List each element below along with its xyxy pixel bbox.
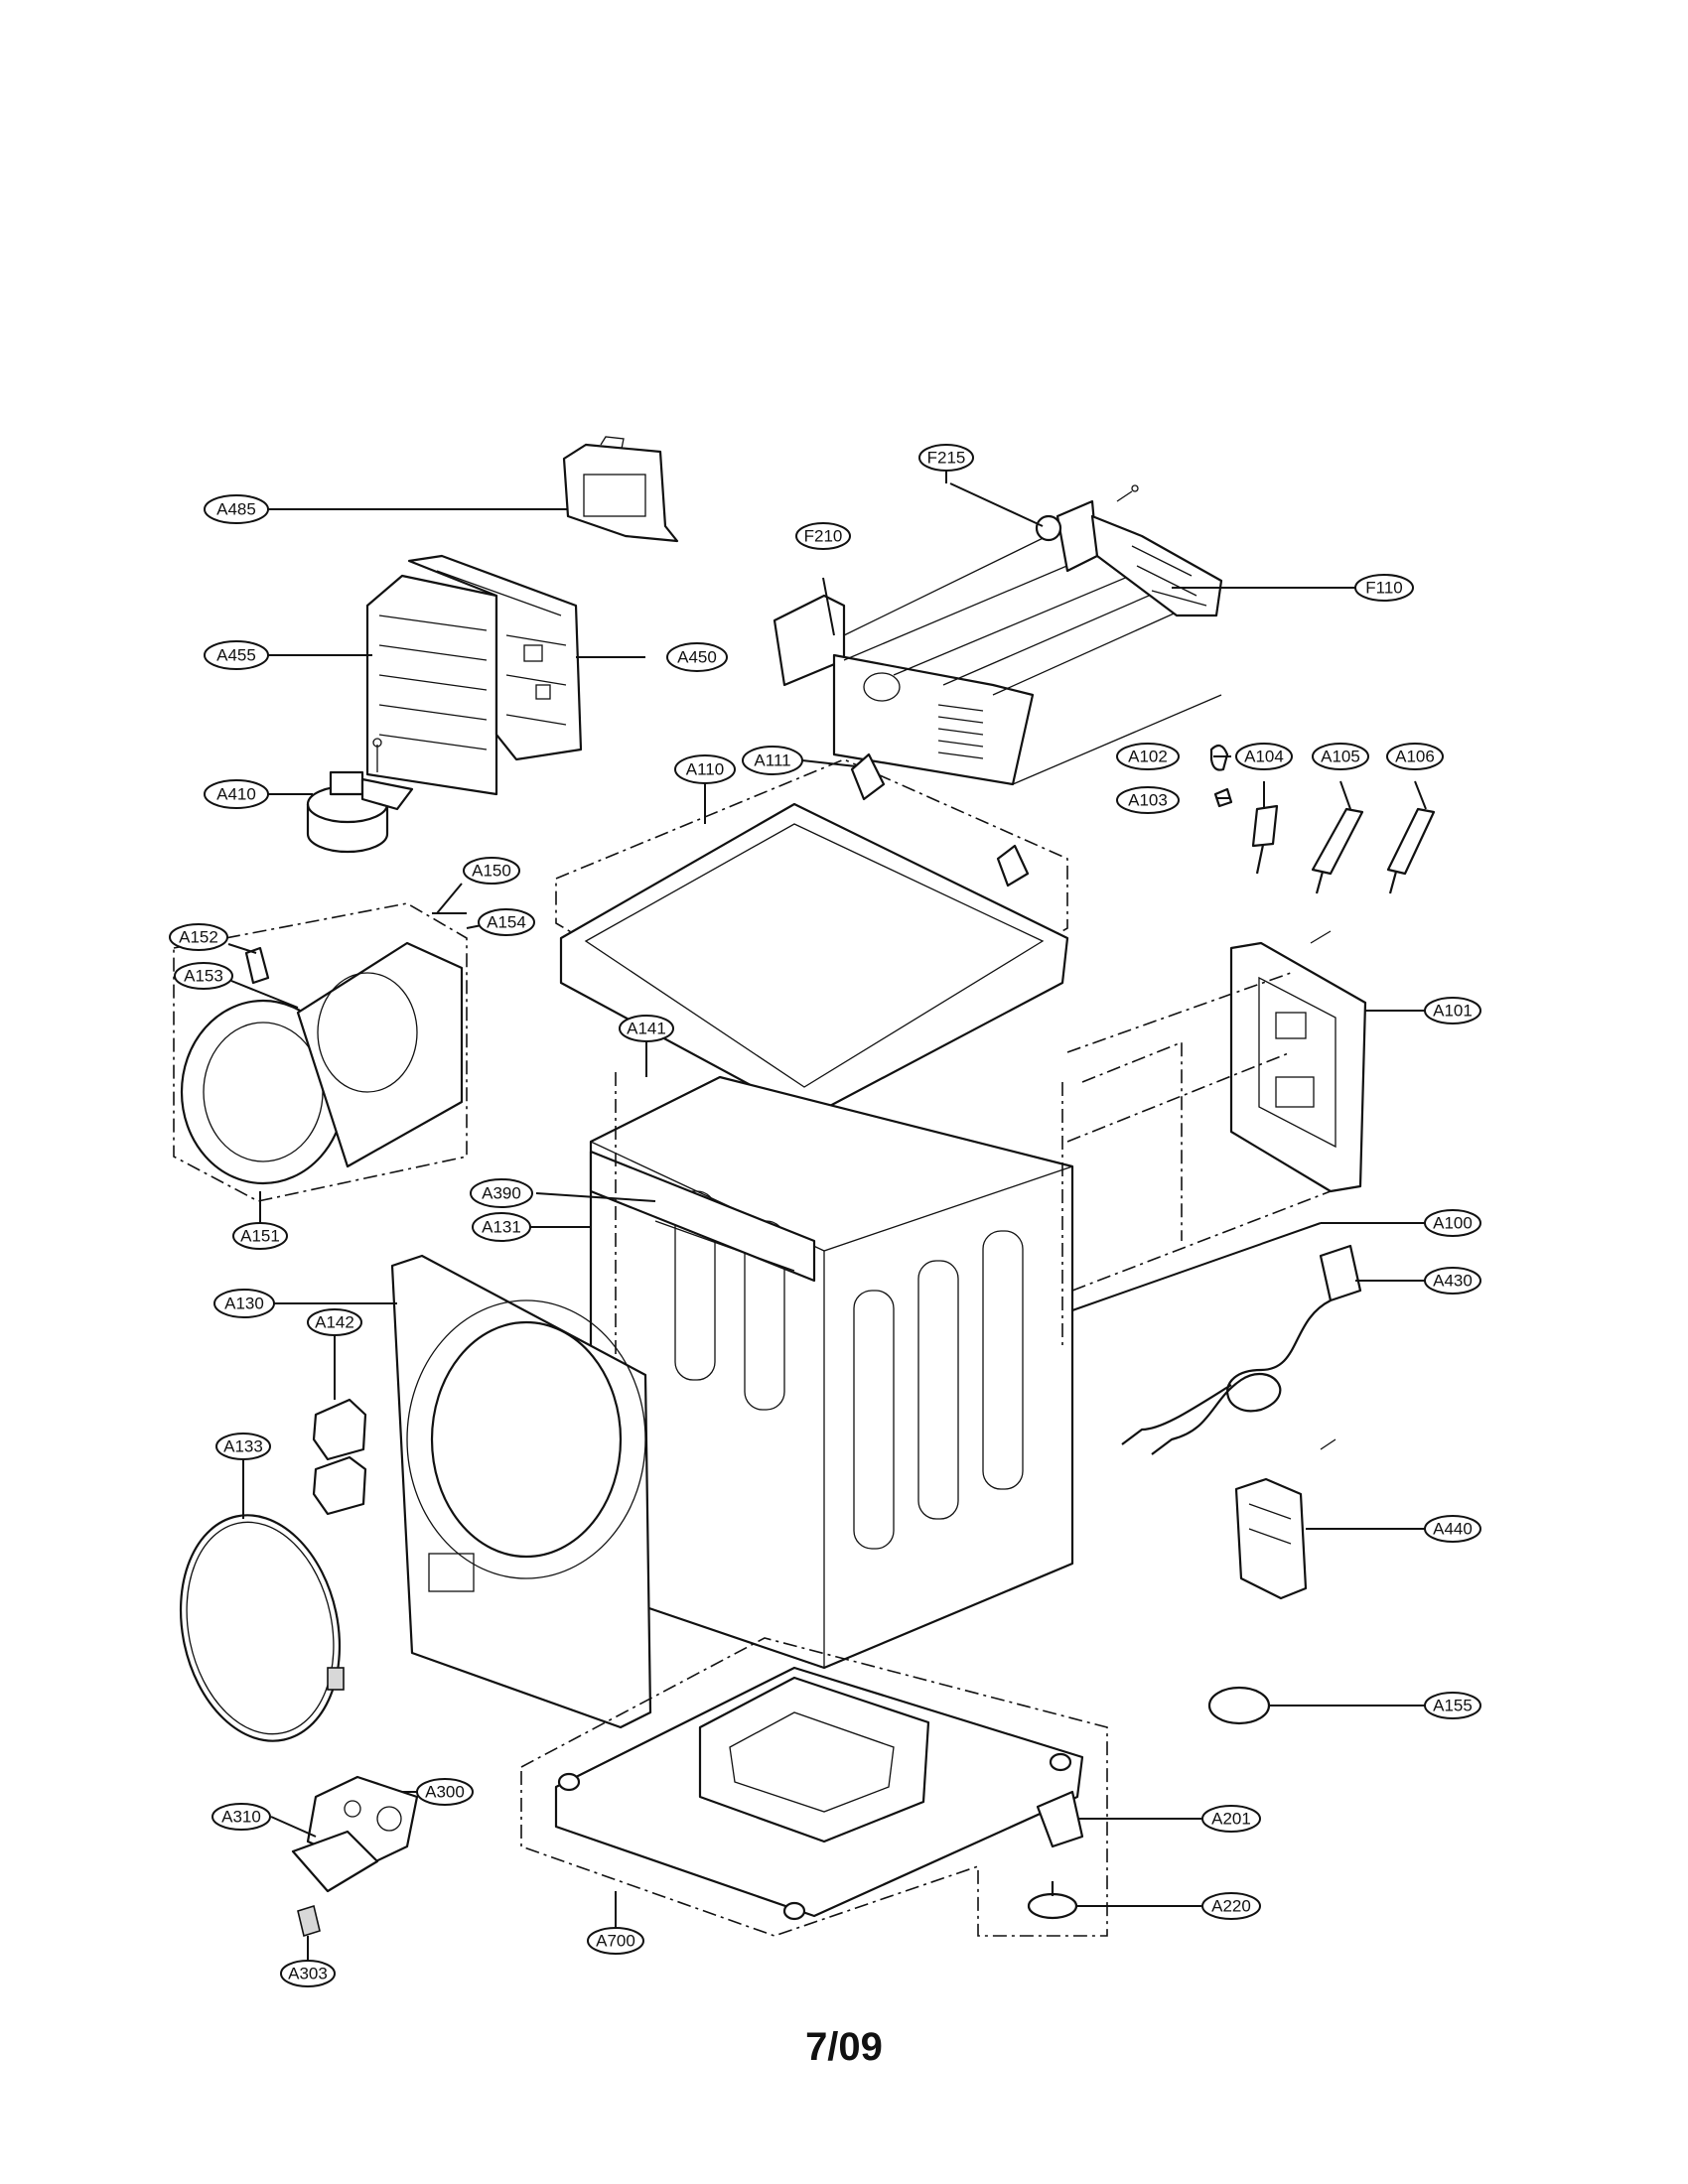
svg-text:A150: A150 — [472, 862, 511, 881]
callout-f215: F215 — [918, 444, 974, 472]
svg-text:A105: A105 — [1321, 748, 1360, 766]
callout-a110: A110 — [674, 754, 736, 784]
part-a300-a310-filter-cover — [291, 1775, 419, 1938]
svg-text:A133: A133 — [223, 1437, 263, 1456]
part-a700-base — [520, 1637, 1108, 1937]
svg-text:A450: A450 — [677, 648, 717, 667]
callout-a303: A303 — [280, 1960, 336, 1987]
svg-text:A440: A440 — [1433, 1520, 1473, 1539]
svg-text:A155: A155 — [1433, 1697, 1473, 1715]
callout-a100: A100 — [1424, 1209, 1481, 1237]
part-a430-power-cord — [1121, 1244, 1362, 1455]
svg-text:A130: A130 — [224, 1295, 264, 1313]
svg-text:A430: A430 — [1433, 1272, 1473, 1291]
callout-a102: A102 — [1116, 743, 1180, 770]
callout-a220: A220 — [1201, 1892, 1261, 1920]
part-a155-cap — [1207, 1686, 1271, 1725]
svg-text:A700: A700 — [596, 1932, 635, 1951]
svg-text:A110: A110 — [686, 760, 724, 779]
callout-a105: A105 — [1312, 743, 1369, 770]
svg-text:A131: A131 — [482, 1218, 521, 1237]
svg-text:A303: A303 — [288, 1965, 328, 1983]
callout-a155: A155 — [1424, 1692, 1481, 1719]
part-a100-cabinet — [589, 972, 1332, 1670]
callout-a111: A111 — [742, 746, 803, 775]
svg-text:A485: A485 — [216, 500, 256, 519]
part-a410-pressure-switch — [306, 738, 414, 854]
part-dispenser-drawer — [773, 484, 1223, 786]
callout-a455: A455 — [204, 640, 269, 670]
part-drawings — [173, 436, 1436, 1938]
leader-lines — [227, 458, 1427, 1961]
svg-text:A141: A141 — [627, 1020, 666, 1038]
callout-a700: A700 — [587, 1927, 644, 1955]
callout-labels: A485 F215 F210 F110 A455 A450 A410 A110 … — [169, 444, 1481, 1987]
callout-a131: A131 — [472, 1212, 531, 1242]
svg-text:A111: A111 — [754, 751, 790, 770]
part-a130-front-cover — [390, 1254, 652, 1729]
part-a455-main-pcb — [365, 554, 583, 796]
callout-a142: A142 — [307, 1308, 362, 1336]
svg-text:A154: A154 — [487, 913, 526, 932]
callout-a440: A440 — [1424, 1515, 1481, 1543]
callout-a133: A133 — [215, 1433, 271, 1460]
callout-a450: A450 — [666, 642, 728, 672]
part-a440-door-lock — [1234, 1438, 1336, 1600]
callout-a101: A101 — [1424, 997, 1481, 1024]
svg-text:F215: F215 — [927, 449, 966, 468]
part-small-clips-and-dampers — [1209, 744, 1436, 894]
callout-a485: A485 — [204, 494, 269, 524]
part-a485-pcb — [562, 436, 679, 543]
part-a150-door-assembly — [173, 902, 468, 1202]
svg-text:A220: A220 — [1211, 1897, 1251, 1916]
part-a101-back-panel — [1229, 930, 1367, 1193]
callout-f110: F110 — [1354, 574, 1414, 602]
svg-text:A410: A410 — [216, 785, 256, 804]
callout-a103: A103 — [1116, 786, 1180, 814]
svg-text:A390: A390 — [482, 1184, 521, 1203]
callout-a154: A154 — [478, 908, 535, 936]
callout-a141: A141 — [619, 1015, 674, 1042]
callout-a300: A300 — [416, 1778, 474, 1806]
svg-text:A310: A310 — [221, 1808, 261, 1827]
callout-a150: A150 — [463, 857, 520, 885]
svg-text:A153: A153 — [184, 967, 223, 986]
callout-a430: A430 — [1424, 1267, 1481, 1295]
callout-a201: A201 — [1201, 1805, 1261, 1833]
svg-text:A142: A142 — [315, 1313, 354, 1332]
svg-text:A201: A201 — [1211, 1810, 1251, 1829]
svg-text:A100: A100 — [1433, 1214, 1473, 1233]
callout-a152: A152 — [169, 923, 228, 951]
svg-text:F110: F110 — [1365, 579, 1403, 598]
page-number: 7/09 — [805, 2025, 883, 2069]
callout-a153: A153 — [174, 962, 233, 990]
svg-text:F210: F210 — [804, 527, 843, 546]
svg-text:A300: A300 — [425, 1783, 465, 1802]
svg-text:A151: A151 — [240, 1227, 280, 1246]
callout-a151: A151 — [232, 1222, 288, 1250]
callout-f210: F210 — [795, 522, 851, 550]
callout-a310: A310 — [211, 1803, 271, 1831]
part-a133-clamp-ring — [179, 1514, 345, 1742]
svg-text:A101: A101 — [1433, 1002, 1473, 1021]
svg-text:A455: A455 — [216, 646, 256, 665]
svg-text:A152: A152 — [179, 928, 218, 947]
svg-text:A104: A104 — [1244, 748, 1284, 766]
callout-a104: A104 — [1235, 743, 1293, 770]
callout-a106: A106 — [1386, 743, 1444, 770]
callout-a390: A390 — [470, 1178, 533, 1208]
callout-a410: A410 — [204, 779, 269, 809]
svg-text:A106: A106 — [1395, 748, 1435, 766]
part-a142-hinges — [312, 1398, 367, 1516]
callout-a130: A130 — [213, 1289, 275, 1318]
svg-text:A103: A103 — [1128, 791, 1168, 810]
part-a110-top-plate — [555, 752, 1069, 1119]
svg-text:A102: A102 — [1128, 748, 1168, 766]
